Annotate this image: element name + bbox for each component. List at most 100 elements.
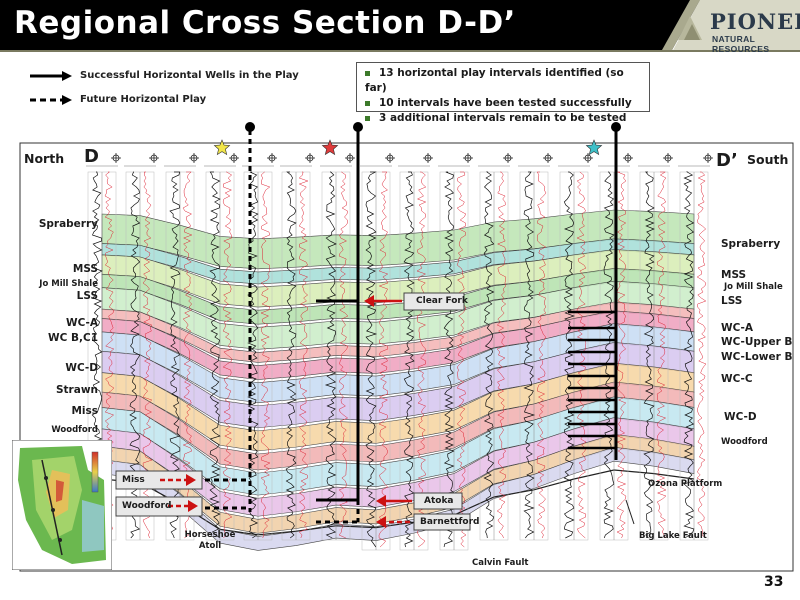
right-formation-label: WC-C [721, 373, 753, 385]
gamma-ray-curve [643, 171, 655, 539]
resistivity-curve [456, 171, 467, 548]
well-symbol-icon [663, 153, 673, 163]
left-formation-label: WC B,C1 [48, 332, 98, 344]
well-symbol-icon [385, 153, 395, 163]
calvin-fault-label: Calvin Fault [472, 558, 529, 568]
slide-header: Regional Cross Section D-D’ PIONEER NATU… [0, 0, 800, 54]
right-formation-label: WC-A [721, 322, 754, 334]
left-formation-label: WC-A [65, 317, 98, 329]
atoka-callout-label: Atoka [424, 496, 454, 506]
gamma-ray-curve [443, 171, 455, 548]
key-points-box: 13 horizontal play intervals identified … [356, 62, 650, 124]
key-point: 3 additional intervals remain to be test… [365, 111, 641, 126]
right-formation-label: Jo Mill Shale [724, 282, 783, 292]
well-symbol-icon [623, 153, 633, 163]
well-symbol-icon [463, 153, 473, 163]
well-symbol-icon [583, 153, 593, 163]
left-formation-label: Miss [71, 405, 98, 417]
section-start-marker: D [84, 146, 99, 167]
gamma-ray-curve [209, 171, 221, 539]
left-formation-label: WC-D [65, 362, 98, 374]
star-icon [321, 139, 339, 156]
resistivity-curve [616, 171, 627, 539]
gamma-ray-curve [365, 171, 378, 548]
resistivity-curve [378, 171, 389, 548]
resistivity-curve [576, 171, 587, 539]
well-symbol-icon [345, 153, 355, 163]
well-symbol-icon [423, 153, 433, 163]
left-formation-label: Jo Mill Shale [39, 279, 98, 289]
wellhead-icon [611, 122, 621, 132]
star-icon [213, 139, 231, 156]
well-symbol-icon [111, 153, 121, 163]
well-symbol-icon [543, 153, 553, 163]
gamma-ray-curve [324, 171, 337, 539]
key-point: 10 intervals have been tested successful… [365, 96, 641, 111]
resistivity-curve [222, 171, 233, 539]
gamma-ray-curve [247, 171, 259, 539]
well-header-icons [213, 139, 603, 156]
logo-tagline: NATURAL RESOURCES [712, 34, 770, 54]
right-formation-label: LSS [721, 295, 743, 307]
resistivity-curve [338, 171, 349, 539]
left-formation-label: LSS [76, 290, 98, 302]
gamma-ray-curve [403, 171, 415, 548]
legend-lines [30, 71, 72, 105]
left-formation-label: Spraberry [38, 218, 98, 230]
well-symbol-icon [503, 153, 513, 163]
pioneer-logo-mark [678, 16, 702, 40]
section-end-marker: D’ [716, 150, 738, 171]
bullet-square-icon [365, 70, 370, 76]
left-formation-label: Strawn [55, 384, 98, 396]
resistivity-curve [416, 171, 427, 548]
miss-callout-label: Miss [122, 475, 145, 485]
legend-dashed-label: Future Horizontal Play [80, 94, 207, 105]
left-formation-label: MSS [72, 263, 98, 275]
resistivity-curve [260, 171, 271, 539]
woodford-callout-label: Woodford [122, 501, 172, 511]
wellhead-icon [353, 122, 363, 132]
page-number: 33 [764, 574, 784, 590]
slide-title: Regional Cross Section D-D’ [14, 5, 516, 41]
well-symbol-icon [305, 153, 315, 163]
bullet-square-icon [365, 115, 370, 121]
gamma-ray-curve [683, 171, 695, 539]
resistivity-curve [656, 171, 667, 539]
well-symbol-icon [229, 153, 239, 163]
big-lake-fault-label: Big Lake Fault [639, 531, 707, 541]
wellhead-icon [245, 122, 255, 132]
horizontal-wells [205, 122, 621, 524]
gamma-ray-curve [563, 171, 575, 539]
horseshoe-atoll-label: Horseshoe Atoll [184, 530, 236, 551]
well-symbol-icon [189, 153, 199, 163]
right-formation-label: WC-Lower B [721, 351, 793, 363]
well-symbol-icon [149, 153, 159, 163]
inset-location-map [12, 440, 112, 570]
resistivity-curve [298, 171, 309, 539]
north-label: North [24, 151, 65, 166]
basement-line [101, 469, 695, 536]
well-symbol-icon [267, 153, 277, 163]
gamma-ray-curve [483, 171, 495, 539]
legend-solid-label: Successful Horizontal Wells in the Play [80, 70, 299, 81]
star-icon [585, 139, 603, 156]
right-formation-label: Spraberry [721, 238, 781, 250]
left-formation-label: Woodford [51, 425, 98, 435]
right-formation-label: Woodford [721, 437, 768, 447]
logo-name: PIONEER [710, 9, 800, 34]
barnettford-callout-label: Barnettford [420, 517, 480, 527]
gamma-ray-curve [285, 171, 297, 539]
well-symbol-icon [703, 153, 713, 163]
resistivity-curve [696, 171, 707, 539]
south-label: South [747, 152, 789, 167]
bullet-square-icon [365, 100, 370, 106]
ozona-platform-label: Ozona Platform [648, 479, 723, 489]
right-formation-label: WC-D [724, 411, 757, 423]
resistivity-curve [496, 171, 507, 539]
key-point: 13 horizontal play intervals identified … [365, 67, 624, 94]
clear-fork-callout-label: Clear Fork [416, 296, 468, 306]
resistivity-curve [536, 171, 547, 539]
gamma-ray-curve [603, 171, 615, 539]
header-background [0, 0, 800, 52]
gamma-ray-curve [523, 171, 536, 539]
